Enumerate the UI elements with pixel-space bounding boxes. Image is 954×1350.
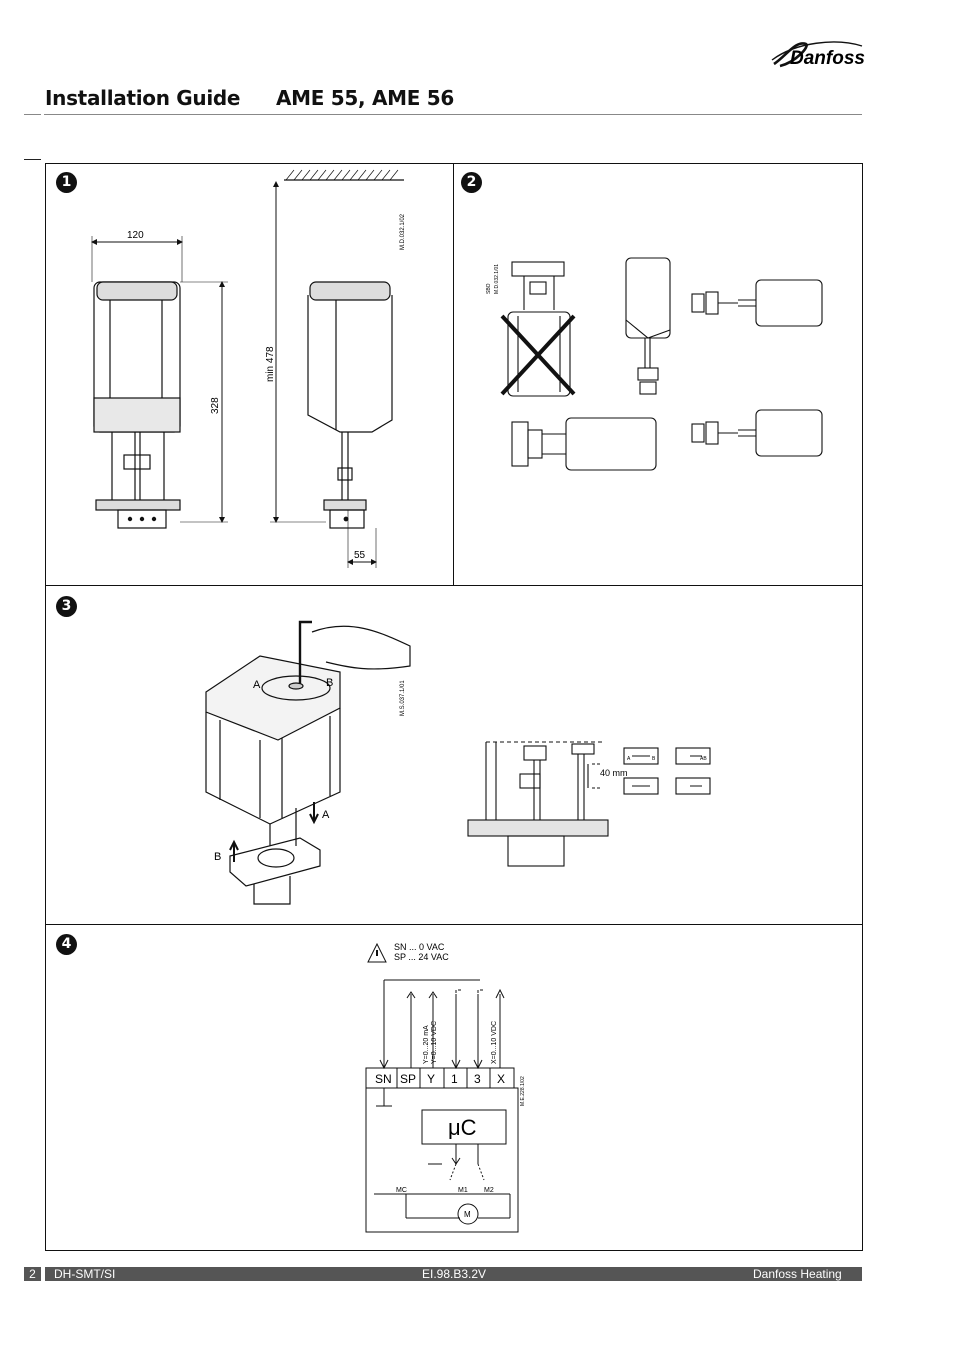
figure-frame bbox=[45, 163, 863, 1251]
valve-port-label: A bbox=[627, 756, 631, 762]
dim-width: 120 bbox=[127, 230, 144, 241]
contact-m2: M2 bbox=[484, 1187, 494, 1194]
footer-code: EI.98.B3.2V bbox=[422, 1267, 487, 1281]
footer-company: Danfoss Heating bbox=[753, 1267, 842, 1281]
panel-divider bbox=[46, 924, 862, 925]
panel-divider bbox=[453, 164, 454, 585]
brand-logotype: Danfoss bbox=[790, 48, 865, 69]
valve-port-label: AB bbox=[700, 756, 707, 762]
terminal-3: 3 bbox=[474, 1072, 481, 1086]
wiring-diagram: SN ... 0 VAC SP ... 24 VAC Y=0...20 mA Y… bbox=[365, 942, 526, 1233]
manual-override-drawing: A B A B M.S.037.1/01 bbox=[205, 620, 411, 905]
drawing-code-2: SBO bbox=[486, 283, 492, 294]
terminal-sp: SP bbox=[400, 1072, 416, 1086]
actuator-front-view bbox=[93, 281, 181, 529]
stroke-drawing: 40 mm A B AB bbox=[467, 741, 711, 867]
terminal-sn: SN bbox=[375, 1072, 392, 1086]
mounting-horizontal-b bbox=[511, 417, 657, 471]
product-title: AME 55, AME 56 bbox=[276, 86, 455, 110]
controller-label: μC bbox=[448, 1115, 477, 1140]
direction-label-b: B bbox=[214, 851, 221, 863]
valve-symbols bbox=[623, 747, 711, 795]
terminal-1: 1 bbox=[451, 1072, 458, 1086]
mounting-horizontal-c bbox=[691, 409, 823, 457]
mounting-horizontal-a bbox=[691, 279, 823, 327]
side-mark bbox=[24, 159, 41, 160]
mounting-positions-drawing: SBO M.D.032.1/01 bbox=[486, 257, 823, 471]
motor-label: M bbox=[464, 1210, 471, 1219]
step-number-3: 3 bbox=[56, 596, 77, 617]
stroke-distance: 40 mm bbox=[600, 768, 628, 778]
dim-min-height: min 478 bbox=[265, 346, 276, 382]
footer-doc: DH-SMT/SI bbox=[54, 1267, 116, 1281]
drawing-code: M.D.032.1/02 bbox=[400, 213, 406, 250]
signal-y-v: Y=0...10 VDC bbox=[431, 1021, 438, 1064]
rotation-label-b: B bbox=[326, 677, 333, 689]
step-number-4: 4 bbox=[56, 934, 77, 955]
rotation-label-a: A bbox=[253, 679, 261, 691]
drawing-code: M.S.037.1/01 bbox=[400, 680, 406, 716]
contact-m1: M1 bbox=[458, 1187, 468, 1194]
direction-label-a: A bbox=[322, 809, 330, 821]
signal-x: X=0...10 VDC bbox=[491, 1021, 498, 1064]
step-number-1: 1 bbox=[56, 172, 77, 193]
page-title: Installation Guide bbox=[45, 86, 241, 110]
signal-y-ma: Y=0...20 mA bbox=[423, 1025, 430, 1064]
terminal-x: X bbox=[497, 1072, 505, 1086]
dim-offset: 55 bbox=[354, 550, 366, 561]
terminal-y: Y bbox=[427, 1072, 435, 1086]
drawing-code: M.D.032.1/01 bbox=[494, 264, 500, 294]
step-number-2: 2 bbox=[461, 172, 482, 193]
header-rule bbox=[44, 114, 862, 115]
warning-sp: SP ... 24 VAC bbox=[394, 952, 449, 962]
valve-port-label: B bbox=[652, 756, 656, 762]
panel-divider bbox=[46, 585, 862, 586]
footer-bar bbox=[45, 1267, 862, 1281]
page-number: 2 bbox=[24, 1267, 41, 1281]
warning-sn: SN ... 0 VAC bbox=[394, 942, 445, 952]
side-mark bbox=[24, 114, 41, 115]
contact-mc: MC bbox=[396, 1187, 407, 1194]
dim-height: 328 bbox=[210, 397, 221, 414]
dimension-drawing: 120 328 min 478 55 M.D.032.1/02 bbox=[91, 169, 406, 568]
drawing-code: M.E.228.1/02 bbox=[520, 1076, 526, 1106]
danfoss-logo: Danfoss bbox=[771, 41, 865, 69]
mounting-upright bbox=[625, 257, 671, 395]
actuator-side-view bbox=[284, 169, 404, 529]
